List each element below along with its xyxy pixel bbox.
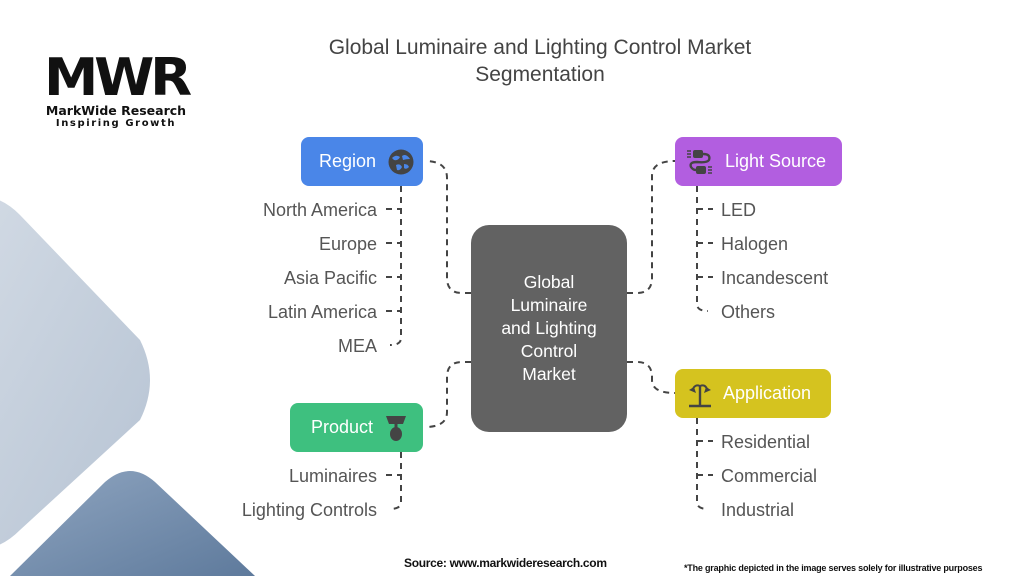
product-item: Lighting Controls (241, 500, 377, 520)
connector-center-product (424, 361, 471, 428)
category-product-label: Product (311, 417, 374, 437)
connector-center-application (627, 361, 676, 394)
light-source-item: Halogen (721, 234, 789, 254)
region-item: Asia Pacific (283, 268, 377, 288)
disclaimer-note: *The graphic depicted in the image serve… (684, 563, 983, 573)
title-line-2: Segmentation (475, 63, 605, 86)
brand-tagline: Inspiring Growth (55, 118, 177, 129)
connector-center-light (627, 160, 676, 294)
region-item: North America (262, 200, 377, 220)
center-node: Global Luminaire and Lighting Control Ma… (471, 225, 627, 432)
source-link[interactable]: Source: www.markwideresearch.com (404, 556, 607, 570)
application-item: Residential (721, 432, 811, 452)
center-node-label: Global Luminaire and Lighting Control Ma… (501, 272, 597, 384)
connector-light-children (696, 186, 709, 312)
street-lamp-icon (685, 379, 715, 409)
category-application-label: Application (723, 383, 812, 403)
category-light-source-label: Light Source (725, 151, 827, 171)
page-title: Global Luminaire and Lighting Control Ma… (260, 34, 820, 88)
connector-region-children (389, 186, 402, 346)
category-product: Product (290, 403, 423, 452)
bg-diamond-dark (10, 471, 255, 576)
connector-product-children (389, 452, 402, 510)
brand-logo: MWR MarkWide Research Inspiring Growth (36, 52, 196, 130)
light-source-item: Incandescent (721, 268, 829, 288)
category-region-label: Region (319, 151, 377, 171)
light-source-item: Others (721, 302, 776, 322)
plug-cable-icon (685, 147, 715, 177)
logo-mark: MWR (43, 48, 192, 108)
category-region: Region (301, 137, 423, 186)
lamp-icon (381, 413, 411, 443)
title-line-1: Global Luminaire and Lighting Control Ma… (328, 36, 752, 59)
application-item: Commercial (721, 466, 818, 486)
brand-name: MarkWide Research (45, 103, 187, 118)
globe-icon (386, 147, 416, 177)
product-item: Luminaires (288, 466, 377, 486)
category-light-source: Light Source (675, 137, 842, 186)
category-application: Application (675, 369, 831, 418)
region-item: MEA (337, 336, 377, 356)
region-item: Latin America (267, 302, 377, 322)
application-item: Industrial (721, 500, 795, 520)
light-source-item: LED (721, 200, 757, 220)
connector-app-children (696, 418, 709, 510)
connector-center-region (424, 160, 471, 294)
region-item: Europe (318, 234, 377, 254)
bg-diamond-light (0, 200, 150, 545)
